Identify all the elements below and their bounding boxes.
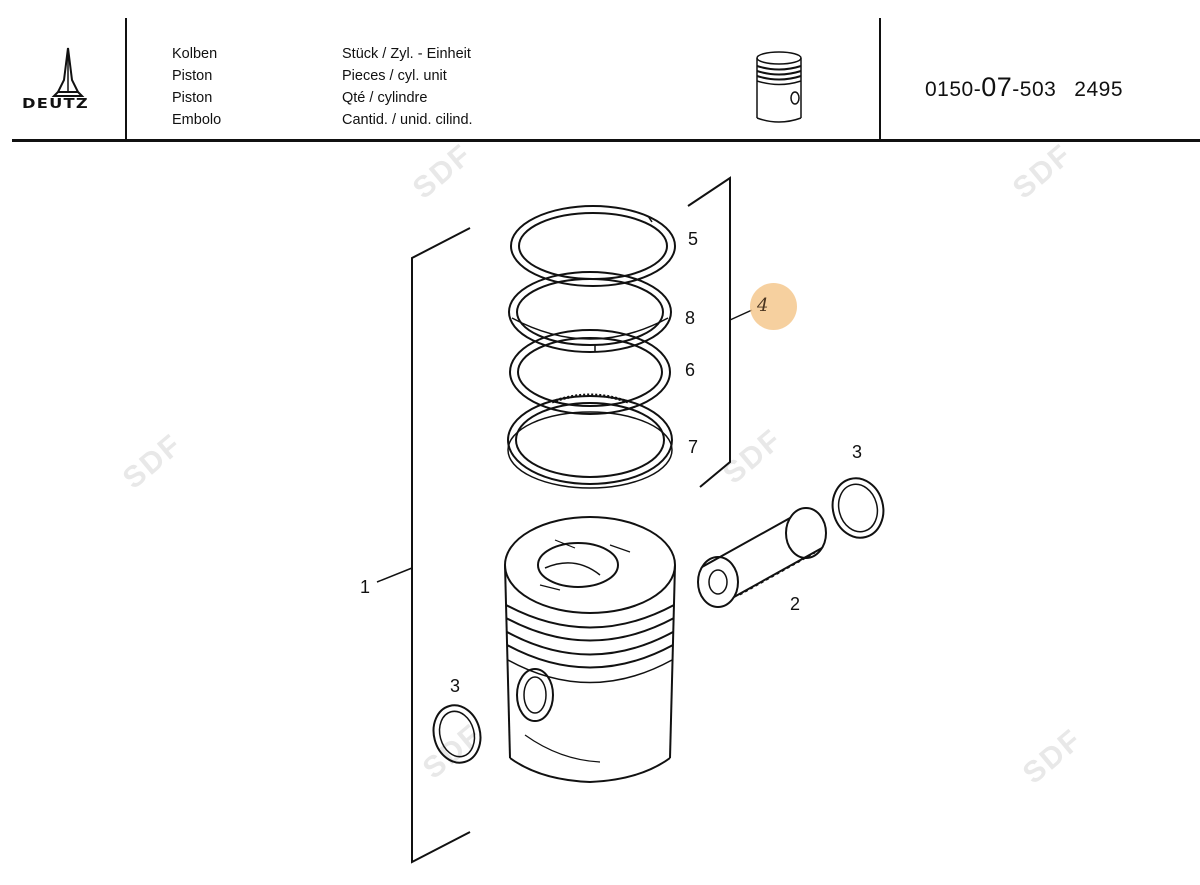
callout-ring-7: 7 bbox=[688, 437, 699, 457]
ring-8 bbox=[508, 271, 672, 353]
part-name-de: Kolben bbox=[172, 46, 218, 62]
callout-piston: 1 bbox=[360, 577, 371, 597]
callout-ring-8: 8 bbox=[685, 308, 696, 328]
part-name-fr: Piston bbox=[172, 90, 213, 106]
callout-ring-6: 6 bbox=[685, 360, 696, 380]
callout-pin: 2 bbox=[790, 594, 801, 614]
ring-set-marker[interactable] bbox=[750, 283, 797, 330]
quantity-label-en: Pieces / cyl. unit bbox=[342, 68, 447, 84]
part-name-en: Piston bbox=[172, 68, 213, 84]
quantity-labels: Stück / Zyl. - Einheit Pieces / cyl. uni… bbox=[342, 43, 473, 131]
piston-pin bbox=[697, 507, 827, 608]
callout-circlip-right: 3 bbox=[852, 442, 863, 462]
ring-7 bbox=[507, 393, 673, 489]
quantity-label-fr: Qté / cylindre bbox=[342, 90, 428, 106]
part-number-suffix: -503 bbox=[1012, 78, 1057, 101]
callout-circlip-left: 3 bbox=[450, 676, 461, 696]
part-number-code: 2495 bbox=[1074, 78, 1124, 101]
piston-thumbnail-icon bbox=[756, 51, 802, 123]
header: DEUTZ Kolben Piston Piston Embolo Stück … bbox=[0, 0, 1200, 142]
ring-6 bbox=[509, 329, 671, 415]
quantity-label-es: Cantid. / unid. cilind. bbox=[342, 112, 473, 128]
quantity-label-de: Stück / Zyl. - Einheit bbox=[342, 46, 471, 62]
ring-5 bbox=[510, 205, 676, 287]
circlip-left bbox=[432, 704, 482, 764]
deutz-logo-icon bbox=[51, 47, 85, 97]
callout-ring-set: 4 bbox=[757, 295, 769, 316]
brand-name: DEUTZ bbox=[22, 97, 89, 112]
callout-ring-5: 5 bbox=[688, 229, 699, 249]
piston bbox=[504, 516, 676, 784]
header-divider-right bbox=[879, 18, 881, 140]
header-rule bbox=[12, 139, 1200, 142]
part-name-es: Embolo bbox=[172, 112, 222, 128]
circlip-right bbox=[831, 477, 885, 539]
header-divider bbox=[125, 18, 127, 140]
part-number-group: 07 bbox=[981, 72, 1013, 102]
part-number: 0150-07-503 2495 bbox=[925, 72, 1123, 103]
part-number-prefix: 0150- bbox=[925, 78, 982, 101]
part-names: Kolben Piston Piston Embolo bbox=[172, 43, 221, 131]
